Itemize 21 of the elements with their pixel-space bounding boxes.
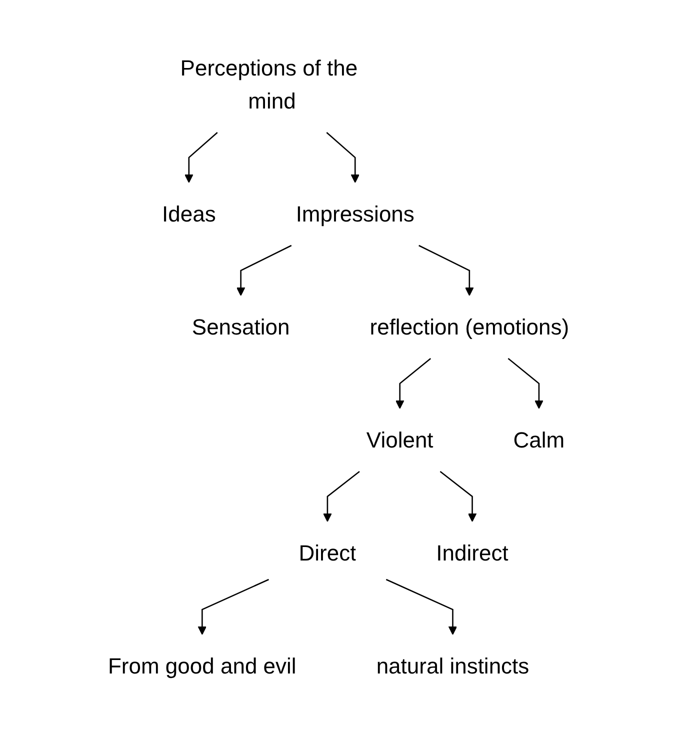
node-text: reflection (emotions): [370, 314, 570, 340]
node-text: Indirect: [436, 540, 508, 566]
node-text: natural instincts: [376, 653, 530, 678]
node-text: Calm: [513, 428, 565, 452]
arrow: [440, 470, 477, 522]
arrow: [395, 358, 432, 409]
arrow: [418, 244, 474, 296]
arrow: [184, 132, 218, 183]
arrow: [326, 132, 360, 183]
node-text: Sensation: [192, 314, 290, 340]
arrow: [386, 578, 458, 635]
node-text: Ideas: [162, 202, 216, 227]
arrow: [323, 470, 360, 522]
arrow: [236, 244, 292, 296]
node-text: Perceptions of the mind: [180, 56, 358, 114]
node-text: Impressions: [296, 202, 414, 227]
node-text: Violent: [366, 428, 434, 452]
arrow: [198, 578, 269, 635]
node-text: From good and evil: [108, 653, 296, 678]
arrow: [508, 358, 544, 409]
node-text: Direct: [298, 540, 356, 566]
